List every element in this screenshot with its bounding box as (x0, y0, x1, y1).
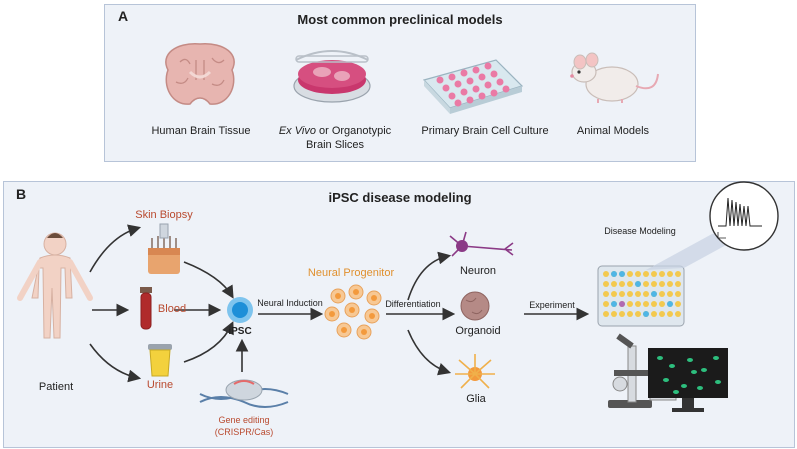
ipsc-cell-icon (227, 297, 253, 323)
neural-progenitor-label: Neural Progenitor (307, 267, 395, 279)
glia-label: Glia (466, 393, 486, 405)
neuron-label: Neuron (459, 265, 497, 277)
ipsc-label: iPSC (228, 326, 252, 337)
skin-biopsy-label: Skin Biopsy (135, 209, 193, 221)
patient-icon (17, 232, 93, 339)
model-label-primary-culture: Primary Brain Cell Culture (421, 125, 549, 137)
blood-tube-icon (140, 287, 152, 330)
monitor-icon (648, 348, 728, 412)
experiment-label: Experiment (529, 300, 575, 310)
gene-editing-label: Gene editing (218, 415, 270, 425)
organoid-label: Organoid (455, 325, 501, 337)
organoid-icon (460, 291, 490, 321)
panel-b-title: iPSC disease modeling (328, 190, 472, 205)
panel-b-letter: B (16, 186, 27, 202)
urine-cup-icon (148, 344, 172, 377)
skin-biopsy-icon (148, 223, 180, 274)
blood-label: Blood (157, 303, 187, 315)
multiwell-plate-icon (422, 59, 524, 114)
brain-tissue-icon (165, 43, 235, 105)
neuron-icon (449, 231, 514, 257)
panel-a-letter: A (118, 8, 129, 24)
urine-label: Urine (146, 379, 174, 391)
neural-induction-label: Neural Induction (257, 298, 323, 308)
model-label-ex-vivo: Ex Vivo or Organotypic (278, 125, 392, 137)
gene-editing-label-line2: (CRISPR/Cas) (214, 427, 274, 437)
electrophysiology-trace-icon (709, 181, 779, 251)
differentiation-label: Differentiation (385, 299, 441, 309)
petri-dish-icon (293, 50, 371, 103)
mouse-icon (570, 52, 659, 103)
neural-progenitor-icon (324, 284, 382, 340)
disease-modeling-label: Disease Modeling (604, 226, 676, 236)
model-label-animal: Animal Models (576, 125, 650, 137)
model-label-ex-vivo-line2: Brain Slices (305, 139, 365, 151)
patient-label: Patient (38, 381, 74, 393)
model-label-brain-tissue: Human Brain Tissue (151, 125, 251, 137)
glia-icon (455, 354, 495, 389)
well-plate-96-icon (597, 265, 685, 327)
panel-a-title: Most common preclinical models (297, 12, 503, 27)
gene-editing-icon (199, 379, 289, 408)
